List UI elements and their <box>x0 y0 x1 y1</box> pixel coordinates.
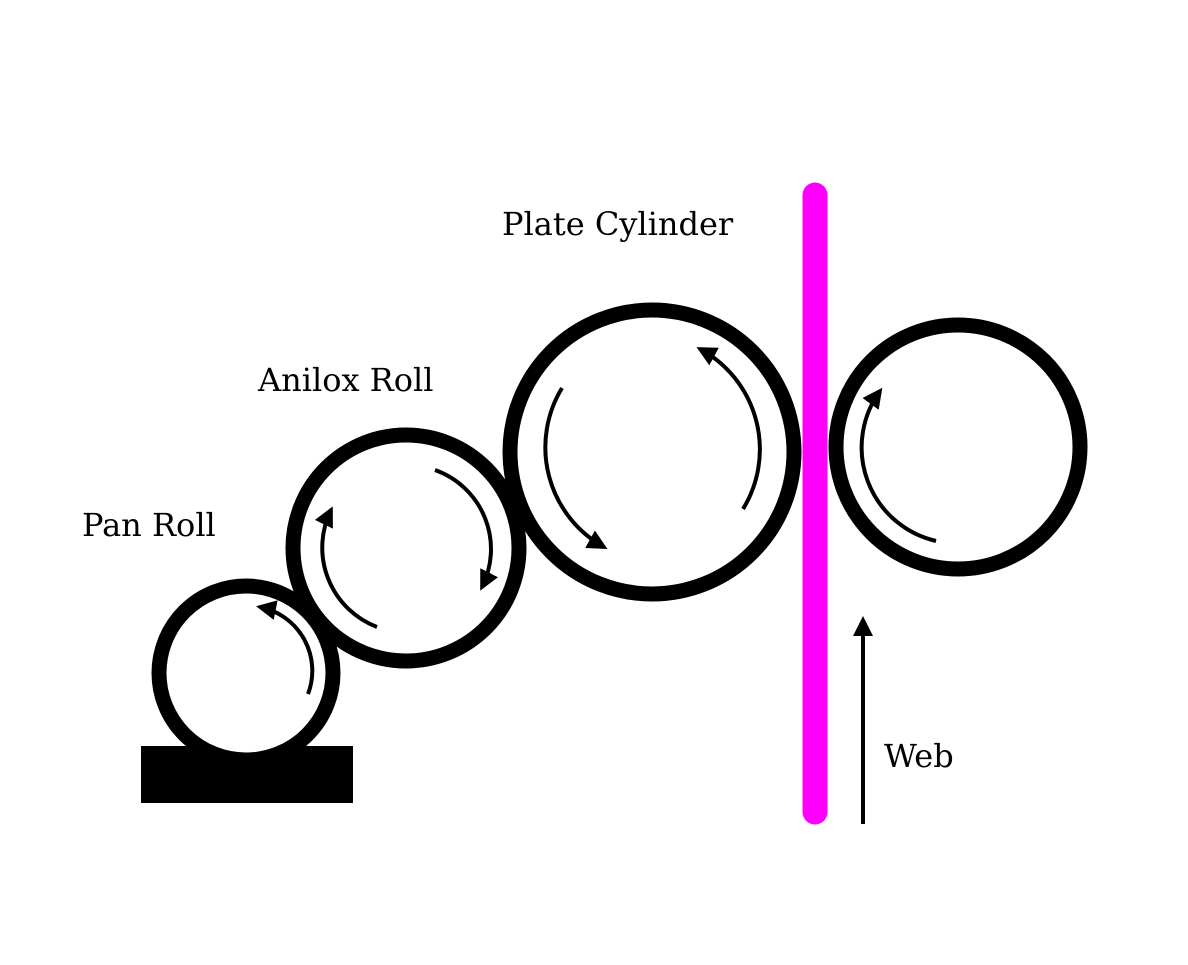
plate-cylinder-rotation-arrow-left <box>543 386 608 549</box>
pan-roll-rotation-arrow <box>256 600 315 695</box>
plate-cylinder-rotation-arrow-right <box>696 347 762 511</box>
plate-cylinder <box>502 302 802 602</box>
plate-cylinder-label: Plate Cylinder <box>502 205 734 243</box>
anilox-roll-label: Anilox Roll <box>258 361 434 399</box>
anilox-roll-rotation-arrow-left <box>314 506 378 629</box>
pan-roll-label: Pan Roll <box>82 506 216 544</box>
anilox-roll-rotation-arrow-right <box>434 468 499 591</box>
web-label: Web <box>884 737 954 775</box>
impression-cylinder <box>828 317 1088 577</box>
anilox-roll <box>285 427 527 669</box>
pan-roll <box>151 578 341 768</box>
impression-cylinder-rotation-arrow <box>859 387 937 543</box>
